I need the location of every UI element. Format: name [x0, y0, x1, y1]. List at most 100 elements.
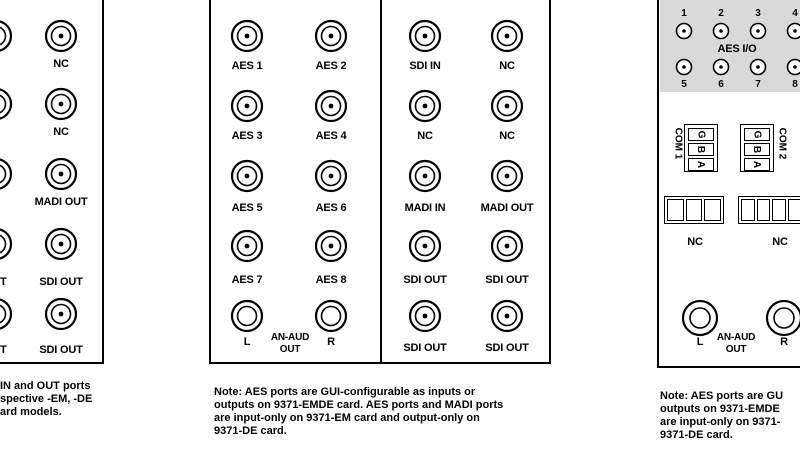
anaud-right-label: R [780, 336, 788, 348]
bnc-connector-icon [407, 18, 443, 54]
bnc-connector-icon [0, 156, 14, 192]
bnc-connector-icon [229, 228, 265, 264]
aes-io-number: 6 [718, 79, 724, 90]
port-label-nc: NC [499, 130, 515, 142]
com2-cell: B [744, 143, 770, 156]
com1-cell: B [688, 143, 714, 156]
bnc-connector-icon [43, 156, 79, 192]
bnc-connector-icon [0, 86, 14, 122]
aes-io-connector-icon [749, 58, 767, 76]
port-label-sdi-in: SDI IN [409, 60, 441, 72]
com2-cell: G [744, 128, 770, 141]
bnc-connector-icon [489, 158, 525, 194]
bnc-connector-icon [43, 226, 79, 262]
bnc-connector-icon [407, 228, 443, 264]
aes-io-connector-icon [786, 58, 800, 76]
com2-cell-label: A [751, 160, 763, 169]
bnc-connector-icon [407, 158, 443, 194]
port-label: SDI OUT [39, 276, 83, 288]
bnc-connector-icon [407, 298, 443, 334]
aes-io-connector-icon [675, 22, 693, 40]
com1-cell-label: G [695, 130, 707, 139]
bnc-connector-icon [407, 88, 443, 124]
analog-audio-connector-icon [229, 298, 265, 334]
port-label-madi-in: MADI IN [404, 202, 446, 214]
middle-note: Note: AES ports are GUI-configurable as … [214, 386, 503, 438]
port-label-aes-3: AES 3 [231, 130, 263, 142]
port-label-sdi-out: SDI OUT [485, 342, 529, 354]
anaud-label-line2: OUT [279, 344, 301, 355]
bnc-connector-icon [313, 158, 349, 194]
aes-io-connector-icon [786, 22, 800, 40]
anaud-label-line1: AN-AUD [716, 332, 756, 343]
analog-audio-connector-icon [680, 298, 720, 338]
com2-cell-label: B [751, 145, 763, 154]
aes-io-number: 8 [792, 79, 798, 90]
port-label-sdi-out: SDI OUT [403, 342, 447, 354]
terminal-block-icon [664, 196, 724, 224]
bnc-connector-icon [229, 88, 265, 124]
com1-cell: A [688, 158, 714, 171]
terminal-slot [787, 199, 800, 221]
bnc-connector-icon [43, 86, 79, 122]
port-label: NC [53, 126, 69, 138]
port-label-aes-2: AES 2 [315, 60, 347, 72]
com1-label: COM 1 [672, 127, 684, 160]
port-label-nc: NC [499, 60, 515, 72]
port-label: NC [53, 58, 69, 70]
anaud-label-line1: AN-AUD [270, 332, 310, 343]
bnc-connector-icon [313, 18, 349, 54]
right-note: Note: AES ports are GU outputs on 9371-E… [660, 390, 783, 442]
com2-cell: A [744, 158, 770, 171]
com1-cell: G [688, 128, 714, 141]
note-line: outputs on 9371-EMDE card. AES ports and… [214, 399, 504, 411]
com2-cell-label: G [751, 130, 763, 139]
aes-io-number: 7 [755, 79, 761, 90]
aes-io-connector-icon [712, 22, 730, 40]
bnc-connector-icon [229, 158, 265, 194]
note-line: spective -EM, -DE [0, 393, 93, 405]
aes-io-label: AES I/O [717, 43, 757, 55]
port-label-aes-5: AES 5 [231, 202, 263, 214]
bnc-connector-icon [489, 298, 525, 334]
terminal-slot [741, 199, 755, 221]
port-label-nc: NC [417, 130, 433, 142]
port-label-aes-6: AES 6 [315, 202, 347, 214]
anaud-right-label: R [327, 336, 335, 348]
terminal-slot [772, 199, 786, 221]
com2-terminal-icon: G B A [740, 124, 774, 172]
bnc-connector-icon [489, 228, 525, 264]
bnc-connector-icon [0, 18, 14, 54]
port-label-aes-8: AES 8 [315, 274, 347, 286]
port-label-aes-4: AES 4 [315, 130, 347, 142]
terminal-slot [756, 199, 770, 221]
bnc-connector-icon [43, 296, 79, 332]
anaud-left-label: L [243, 336, 251, 348]
port-label-fragment: T [0, 344, 7, 356]
terminal-slot [667, 199, 684, 221]
left-note: IN and OUT ports spective -EM, -DE ard m… [0, 380, 92, 419]
com1-cell-label: B [695, 145, 707, 154]
bnc-connector-icon [313, 228, 349, 264]
com1-cell-label: A [695, 160, 707, 169]
bnc-connector-icon [313, 88, 349, 124]
nc-label: NC [772, 236, 788, 248]
note-line: 9371-DE card. [214, 425, 287, 437]
bnc-connector-icon [489, 18, 525, 54]
port-label-sdi-out: SDI OUT [403, 274, 447, 286]
port-label-sdi-out: SDI OUT [485, 274, 529, 286]
note-line: are input-only on 9371- [660, 416, 781, 428]
note-line: ard models. [0, 406, 62, 418]
port-label-madi-out: MADI OUT [480, 202, 534, 214]
port-label-fragment: T [0, 276, 7, 288]
note-line: Note: AES ports are GU [660, 390, 784, 402]
note-line: 9371-DE card. [660, 429, 733, 441]
aes-io-number: 2 [718, 8, 724, 19]
anaud-label-line2: OUT [725, 344, 747, 355]
com2-label: COM 2 [776, 127, 788, 160]
aes-io-number: 5 [681, 79, 687, 90]
nc-label: NC [687, 236, 703, 248]
port-label: SDI OUT [39, 344, 83, 356]
middle-rear-panel-sdi [380, 0, 551, 364]
note-line: IN and OUT ports [0, 380, 91, 392]
